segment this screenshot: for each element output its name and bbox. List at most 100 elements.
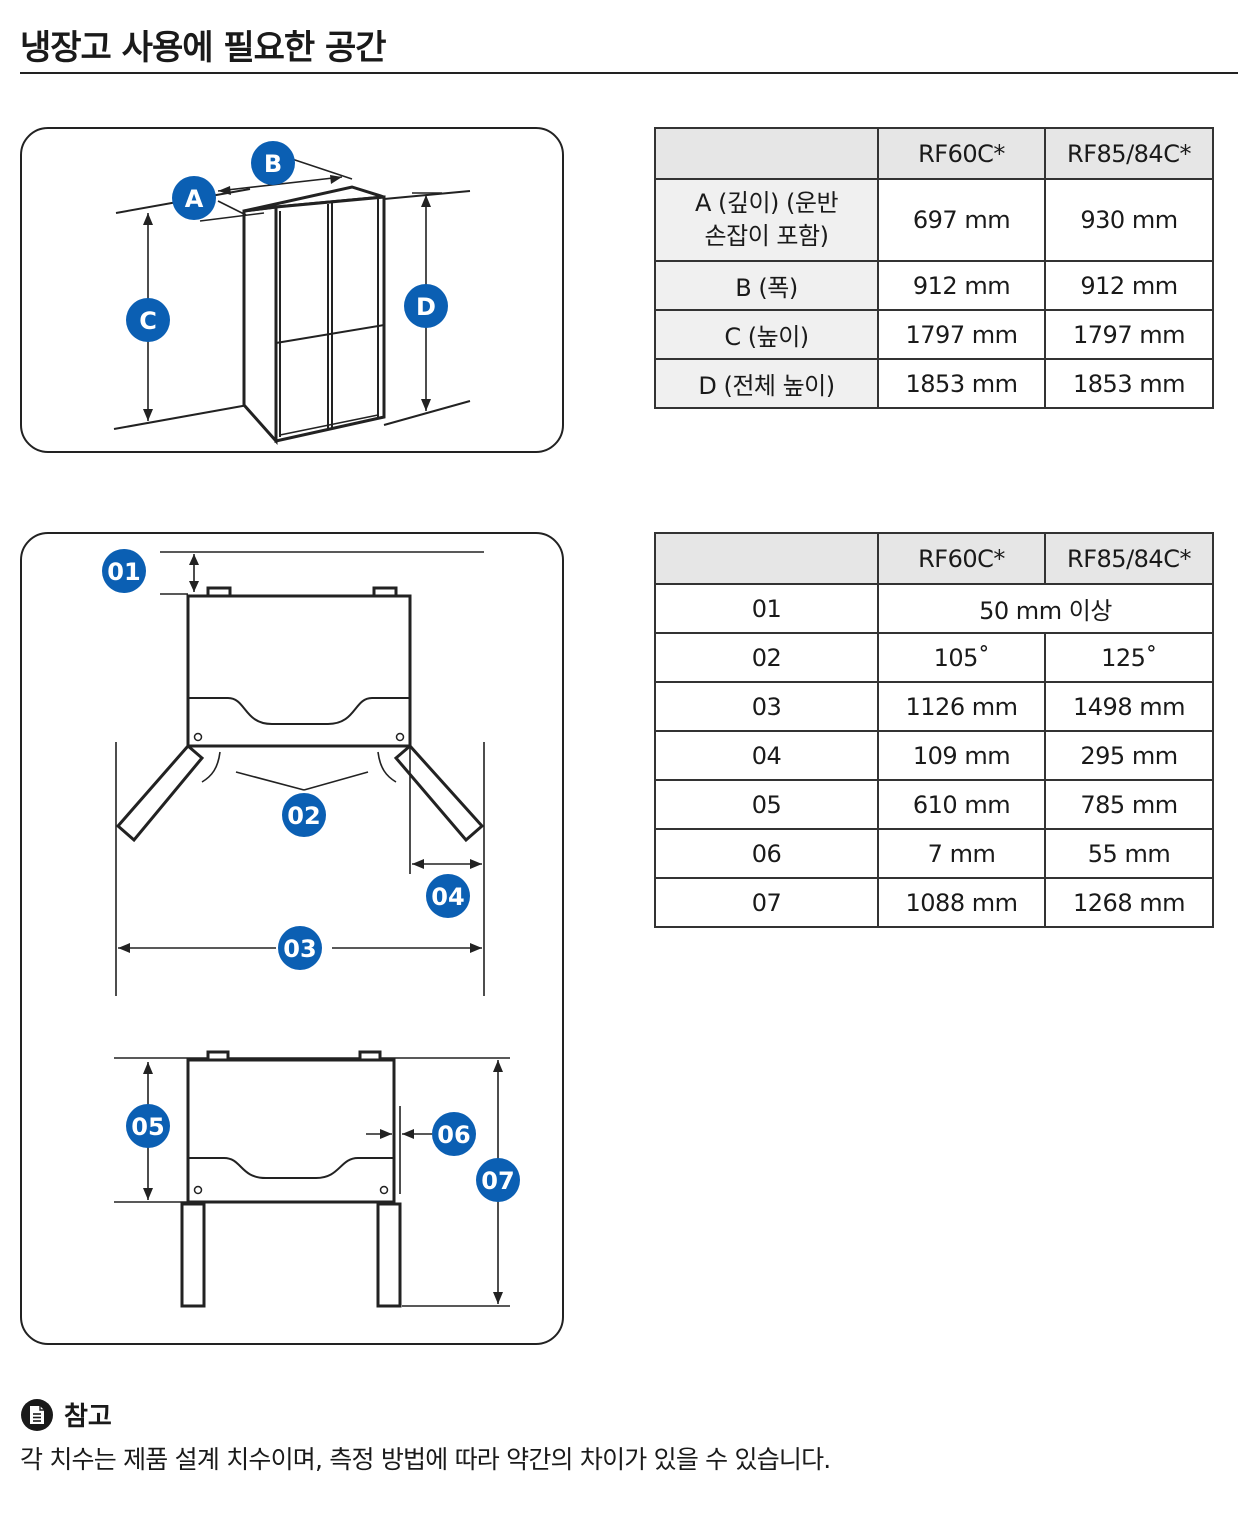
cell-value: 912 mm (1044, 260, 1214, 311)
cell-value: 1088 mm (877, 877, 1046, 928)
note-heading: 참고 (20, 1396, 112, 1433)
door-right-open (393, 743, 485, 843)
cabinet-front-view (186, 1058, 396, 1204)
table-header-model-1: RF60C* (877, 127, 1046, 180)
badge-02: 02 (282, 793, 326, 837)
table-header-empty (654, 532, 879, 585)
svg-text:02: 02 (287, 802, 320, 830)
table-row: 06 7 mm 55 mm (654, 828, 1214, 879)
svg-text:07: 07 (481, 1167, 514, 1195)
table-row: 01 50 mm 이상 (654, 583, 1214, 634)
table-row: 05 610 mm 785 mm (654, 779, 1214, 830)
cell-value: 109 mm (877, 730, 1046, 781)
cell-value: 7 mm (877, 828, 1046, 879)
door-right-front (376, 1202, 402, 1308)
cell-value: 1797 mm (877, 309, 1046, 360)
table-header-empty (654, 127, 879, 180)
row-label: 01 (654, 583, 879, 634)
row-label: 07 (654, 877, 879, 928)
dimension-table: RF60C* RF85/84C* A (깊이) (운반 손잡이 포함) 697 … (654, 127, 1214, 409)
table-row: 07 1088 mm 1268 mm (654, 877, 1214, 928)
front-handle-curve (188, 1157, 394, 1179)
dim-a-line (217, 200, 247, 216)
cell-value: 930 mm (1044, 178, 1214, 262)
cell-value: 1853 mm (1044, 358, 1214, 409)
row-label: B (폭) (654, 260, 879, 311)
floor-line-left (113, 404, 249, 430)
cell-value: 785 mm (1044, 779, 1214, 830)
row-label: D (전체 높이) (654, 358, 879, 409)
badge-d: D (404, 284, 448, 328)
door-handle-curve (188, 697, 410, 725)
cell-value: 295 mm (1044, 730, 1214, 781)
leader-02-left (235, 771, 305, 791)
cell-value: 55 mm (1044, 828, 1214, 879)
dim-a-ext (199, 212, 265, 222)
door-left-front (180, 1202, 206, 1308)
row-label: 05 (654, 779, 879, 830)
badge-06: 06 (432, 1112, 476, 1156)
fridge-side (242, 205, 278, 445)
door-left-open (115, 743, 205, 843)
fridge-front (274, 195, 386, 443)
cell-value: 125˚ (1044, 632, 1214, 683)
table-row: 02 105˚ 125˚ (654, 632, 1214, 683)
row-label: 04 (654, 730, 879, 781)
badge-04: 04 (426, 874, 470, 918)
clearance-table: RF60C* RF85/84C* 01 50 mm 이상 02 105˚ 125… (654, 532, 1214, 928)
dimension-diagram-panel: A B C D (20, 127, 564, 453)
row-label: 02 (654, 632, 879, 683)
svg-text:D: D (416, 293, 436, 321)
table-header-model-2: RF85/84C* (1044, 127, 1214, 180)
badge-a: A (172, 176, 216, 220)
svg-text:B: B (264, 150, 282, 178)
page-title: 냉장고 사용에 필요한 공간 (20, 28, 387, 68)
badge-07: 07 (476, 1158, 520, 1202)
cell-value: 1268 mm (1044, 877, 1214, 928)
angle-arc-right (377, 751, 397, 783)
table-row: B (폭) 912 mm 912 mm (654, 260, 1214, 311)
row-label: C (높이) (654, 309, 879, 360)
table-header-model-1: RF60C* (877, 532, 1046, 585)
door-clearance-diagram-panel: 01 02 03 04 05 06 07 (20, 532, 564, 1345)
badge-b: B (251, 141, 295, 185)
cell-value: 912 mm (877, 260, 1046, 311)
cell-value: 697 mm (877, 178, 1046, 262)
angle-arc-left (201, 751, 221, 783)
svg-text:C: C (139, 307, 157, 335)
svg-text:04: 04 (431, 883, 464, 911)
table-row: C (높이) 1797 mm 1797 mm (654, 309, 1214, 360)
row-label: 03 (654, 681, 879, 732)
cell-value: 610 mm (877, 779, 1046, 830)
table-row: D (전체 높이) 1853 mm 1853 mm (654, 358, 1214, 409)
table-row: 03 1126 mm 1498 mm (654, 681, 1214, 732)
row-label-line: 손잡이 포함) (704, 222, 829, 250)
badge-05: 05 (126, 1104, 170, 1148)
cell-value: 1498 mm (1044, 681, 1214, 732)
svg-text:06: 06 (437, 1121, 470, 1149)
door-clearance-diagram: 01 02 03 04 05 06 07 (102, 549, 520, 1308)
top-line-right (383, 190, 471, 200)
title-divider (20, 72, 1238, 74)
table-row: A (깊이) (운반 손잡이 포함) 697 mm 930 mm (654, 178, 1214, 262)
row-label: 06 (654, 828, 879, 879)
dim-b-line (217, 176, 343, 192)
cell-value-merged: 50 mm 이상 (877, 583, 1214, 634)
row-label: A (깊이) (운반 손잡이 포함) (654, 178, 879, 262)
table-header-model-2: RF85/84C* (1044, 532, 1214, 585)
cabinet-top-view (186, 594, 412, 748)
note-title: 참고 (64, 1402, 112, 1432)
cell-value: 105˚ (877, 632, 1046, 683)
badge-01: 01 (102, 549, 146, 593)
svg-text:03: 03 (283, 935, 316, 963)
svg-text:01: 01 (107, 558, 140, 586)
badge-03: 03 (278, 926, 322, 970)
door-split-horizontal (275, 324, 385, 344)
dim-b-leader (291, 158, 353, 180)
cell-value: 1126 mm (877, 681, 1046, 732)
svg-text:05: 05 (131, 1113, 164, 1141)
cell-value: 1797 mm (1044, 309, 1214, 360)
svg-text:A: A (185, 185, 204, 213)
fridge-base-line (279, 414, 379, 436)
cell-value: 1853 mm (877, 358, 1046, 409)
